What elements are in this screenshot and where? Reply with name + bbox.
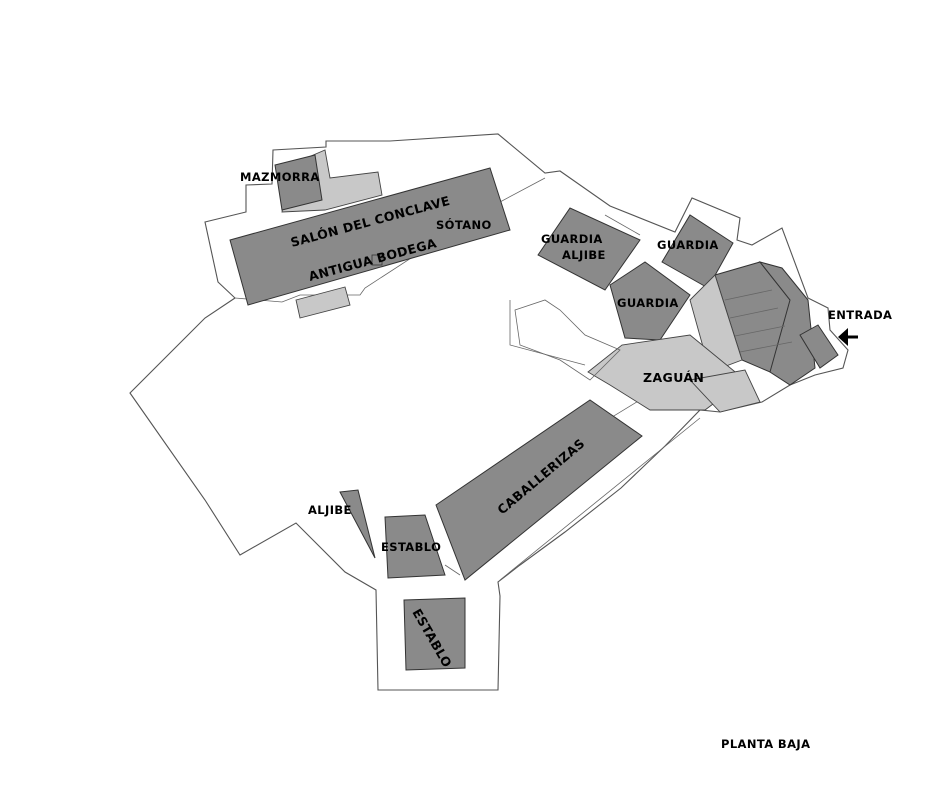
label-aljibe-1: ALJIBE [562, 248, 606, 262]
label-entrada: ENTRADA [828, 308, 892, 322]
arrow-left-icon [838, 328, 858, 346]
label-zaguan: ZAGUÁN [643, 370, 704, 385]
label-guardia-3: GUARDIA [617, 296, 679, 310]
entrance-gate [799, 324, 839, 369]
label-guardia-2: GUARDIA [657, 238, 719, 252]
aljibe-southwest-room [339, 489, 376, 559]
label-guardia-1: GUARDIA [541, 232, 603, 246]
plan-title: PLANTA BAJA [721, 737, 810, 751]
salon-conclave-hall [229, 167, 511, 306]
guardia-top-right-room [661, 214, 734, 289]
zaguan-annex [689, 369, 761, 413]
establo-upper-room [384, 514, 446, 579]
mazmorra-room [274, 154, 323, 211]
hall-column [371, 254, 383, 266]
entrance-steps [724, 289, 793, 353]
guardia-aljibe-room [537, 207, 641, 291]
label-establo-1: ESTABLO [381, 540, 441, 554]
guardia-middle-room [609, 261, 691, 341]
label-aljibe-2: ALJIBE [308, 503, 352, 517]
label-sotano: SÓTANO [436, 217, 492, 232]
courtyard-stairs [514, 299, 621, 381]
hall-stairs [295, 286, 351, 319]
label-mazmorra: MAZMORRA [240, 170, 320, 184]
caballerizas-room [435, 399, 643, 581]
establo-lower-room [403, 597, 466, 671]
entrance-block-3 [758, 261, 816, 386]
